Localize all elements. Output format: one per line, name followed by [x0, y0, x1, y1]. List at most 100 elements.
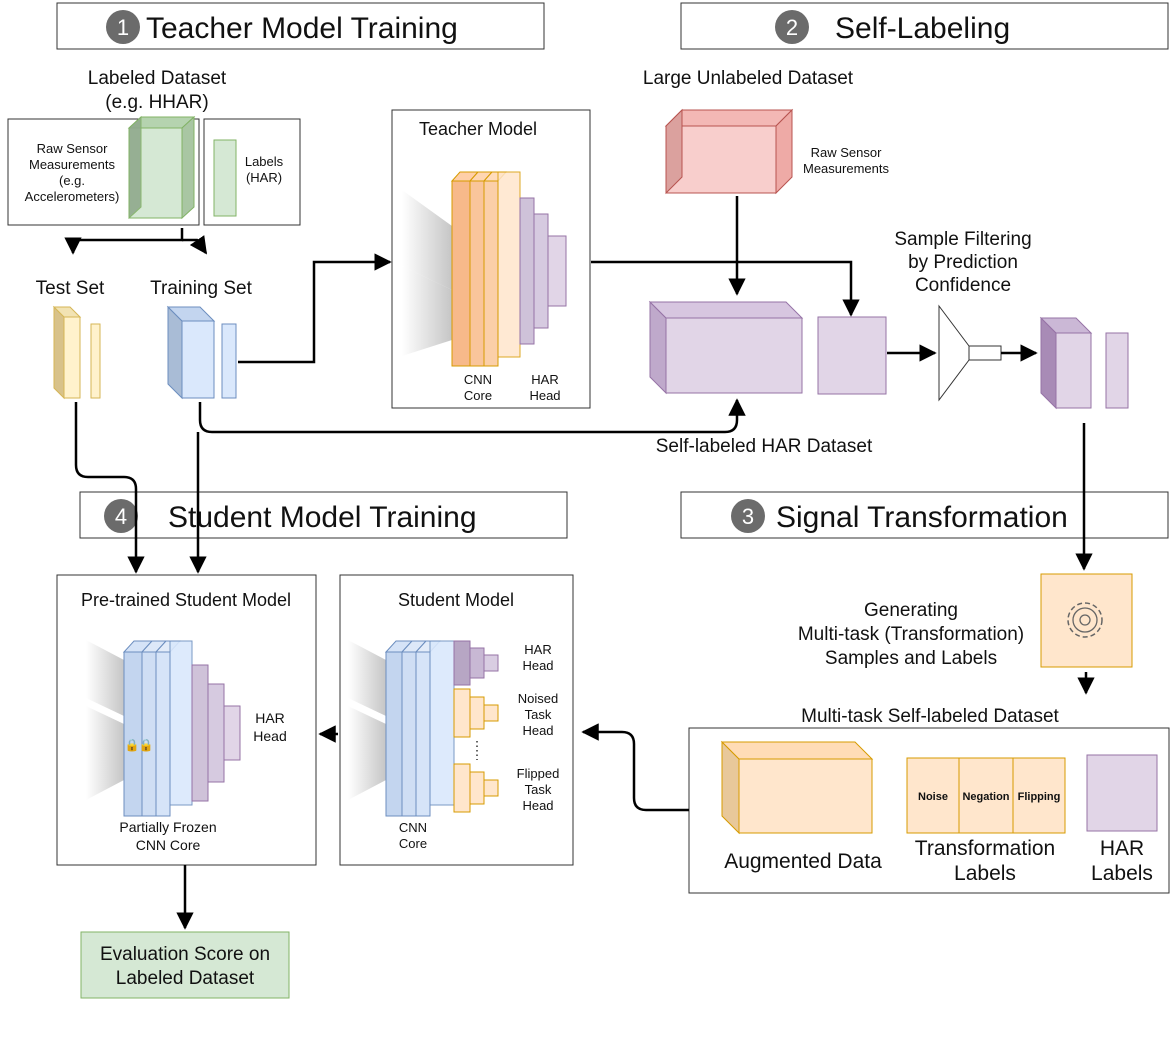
train-to-selflabeled-arrow	[198, 398, 746, 434]
sample-filtering-line3: Confidence	[915, 275, 1011, 296]
har-labels-block	[1086, 754, 1158, 832]
pretrained-har-label2: Head	[253, 728, 286, 744]
evaluation-line2: Labeled Dataset	[116, 968, 255, 989]
student-har-head	[453, 640, 499, 686]
raw-sensor-line1: Raw Sensor	[37, 141, 108, 156]
self-labeled-data-cube	[648, 300, 804, 395]
stage-3-title: Signal Transformation	[776, 501, 1068, 534]
stage-3-number: 3	[742, 504, 754, 529]
teacher-cnn-core	[450, 171, 521, 367]
filtered-data-cube	[1039, 316, 1093, 410]
badge-1-icon	[106, 10, 140, 44]
filtered-labels	[1105, 332, 1129, 409]
student-cnn-label2: Core	[399, 836, 427, 851]
student-cnn-core	[384, 640, 455, 817]
sample-filtering-line2: by Prediction	[908, 252, 1018, 273]
teacher-model-title: Teacher Model	[419, 119, 537, 139]
split-arrow-train	[182, 235, 208, 255]
teacher-cnn-label2: Core	[464, 388, 492, 403]
train-to-teacher-arrow	[238, 253, 392, 364]
badge-2-icon	[775, 10, 809, 44]
stage-3-header: 3 Signal Transformation	[680, 491, 1169, 539]
pretrained-frozen-label2: CNN Core	[136, 837, 201, 853]
teacher-har-head	[519, 197, 567, 345]
augmented-data-cube	[720, 740, 874, 835]
large-unlabeled-title: Large Unlabeled Dataset	[643, 68, 854, 89]
trans-labels-line2: Labels	[954, 862, 1016, 885]
student-cnn-label1: CNN	[399, 820, 427, 835]
student-noised-label3: Head	[522, 723, 553, 738]
teacher-cnn-label1: CNN	[464, 372, 492, 387]
self-labeled-dataset-label: Self-labeled HAR Dataset	[656, 436, 873, 457]
stage-1-header: 1 Teacher Model Training	[56, 2, 545, 50]
generating-line3: Samples and Labels	[825, 648, 997, 669]
filter-funnel-icon	[938, 304, 1002, 402]
multitask-dataset-title: Multi-task Self-labeled Dataset	[801, 706, 1059, 727]
har-labels-line1: HAR	[1100, 837, 1144, 860]
transform-noise: Noise	[918, 791, 948, 803]
transform-negation: Negation	[962, 791, 1009, 803]
stage-2-title: Self-Labeling	[835, 12, 1010, 45]
test-set-block	[52, 305, 101, 400]
trans-labels-line1: Transformation	[915, 837, 1055, 860]
gear-icon	[1067, 602, 1103, 638]
raw-sensor2-line2: Measurements	[803, 161, 889, 176]
stage-1-title: Teacher Model Training	[146, 12, 458, 45]
teacher-har-label1: HAR	[531, 372, 558, 387]
stage-4-title: Student Model Training	[168, 501, 477, 534]
student-noised-label1: Noised	[518, 691, 558, 706]
raw-sensor-line3: (e.g.	[59, 173, 85, 188]
student-noised-head	[453, 688, 499, 738]
student-har-label1: HAR	[524, 642, 551, 657]
raw-sensor-box: Raw Sensor Measurements (e.g. Accelerome…	[7, 115, 200, 226]
unlabeled-data-cube	[664, 108, 794, 195]
labeled-dataset-title: Labeled Dataset	[88, 68, 227, 89]
stage-4-header: 4 Student Model Training	[79, 491, 568, 539]
labels-line1: Labels	[245, 154, 284, 169]
evaluation-box: Evaluation Score on Labeled Dataset	[80, 931, 290, 999]
labels-line2: (HAR)	[246, 170, 282, 185]
student-flipped-head	[453, 763, 499, 813]
generating-line1: Generating	[864, 600, 958, 621]
teacher-model-box: Teacher Model CNN Core HAR Head	[391, 109, 591, 409]
lock-icon: 🔒	[139, 738, 154, 752]
pretrained-student-title: Pre-trained Student Model	[81, 590, 291, 610]
generating-line2: Multi-task (Transformation)	[798, 624, 1024, 645]
pretrained-student-box: Pre-trained Student Model 🔒 🔒 HAR Head P…	[56, 574, 317, 866]
pretrained-har-head	[191, 664, 241, 802]
stage-4-number: 4	[115, 504, 127, 529]
stage-2-number: 2	[786, 15, 798, 40]
badge-3-icon	[731, 499, 765, 533]
multitask-to-student-arrow	[581, 723, 689, 812]
teacher-har-label2: Head	[529, 388, 560, 403]
har-labels-line2: Labels	[1091, 862, 1153, 885]
student-flipped-label2: Task	[525, 782, 552, 797]
raw-sensor2-line1: Raw Sensor	[811, 145, 882, 160]
student-noised-label2: Task	[525, 707, 552, 722]
transformation-labels-box: Noise Negation Flipping	[906, 757, 1066, 834]
student-flipped-label3: Head	[522, 798, 553, 813]
pretrained-cnn-core: 🔒 🔒	[122, 640, 193, 817]
test-set-label: Test Set	[36, 278, 105, 299]
stage-2-header: 2 Self-Labeling	[680, 2, 1169, 50]
student-model-title: Student Model	[398, 590, 514, 610]
student-har-label2: Head	[522, 658, 553, 673]
lock-icon: 🔒	[125, 738, 140, 752]
self-labeled-labels	[817, 316, 887, 395]
multitask-dataset-box: Augmented Data Noise Negation Flipping T…	[688, 727, 1170, 894]
labels-box: Labels (HAR)	[203, 118, 301, 226]
transform-box	[1040, 573, 1133, 668]
pretrained-frozen-label1: Partially Frozen	[119, 819, 216, 835]
split-arrow-test	[64, 228, 184, 255]
evaluation-line1: Evaluation Score on	[100, 944, 270, 965]
stage-1-number: 1	[117, 15, 129, 40]
student-model-box: Student Model HAR Head	[339, 574, 574, 866]
raw-sensor-line2: Measurements	[29, 157, 115, 172]
augmented-data-label: Augmented Data	[724, 850, 882, 873]
pretrained-har-label1: HAR	[255, 710, 285, 726]
sample-filtering-line1: Sample Filtering	[894, 229, 1031, 250]
labeled-dataset-subtitle: (e.g. HHAR)	[105, 92, 208, 113]
student-flipped-label1: Flipped	[517, 766, 560, 781]
test-to-pretrained-arrow	[74, 402, 145, 574]
